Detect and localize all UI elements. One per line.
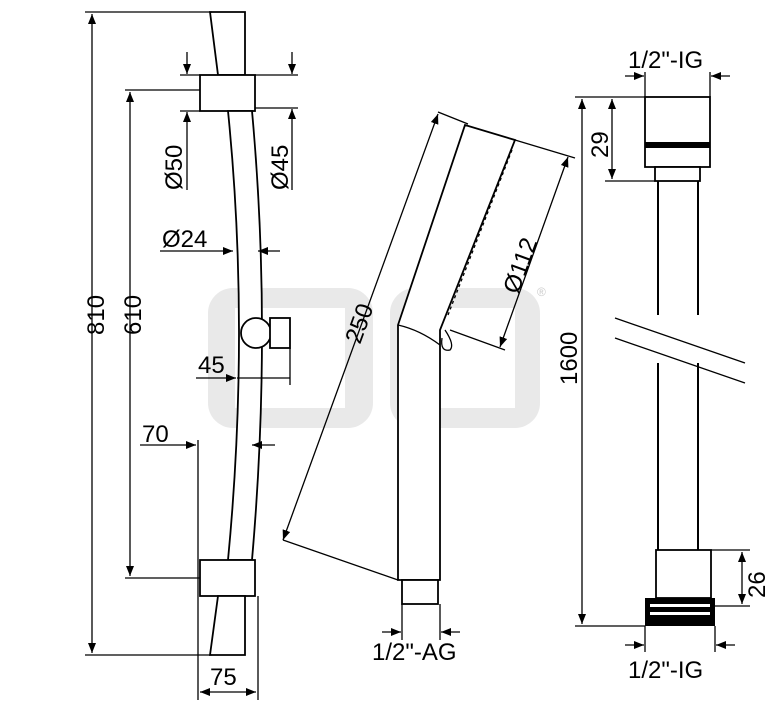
svg-text:®: ® — [537, 285, 546, 299]
shower-hose — [614, 96, 746, 626]
dim-total-height: 810 — [83, 295, 110, 335]
holder-knob — [240, 317, 272, 349]
dim-rail-diameter: Ø24 — [162, 226, 207, 253]
dim-wall-distance: 75 — [210, 664, 237, 691]
dim-bottom-nut-height: 26 — [744, 571, 767, 598]
dim-holder-offset: 45 — [198, 352, 225, 379]
dim-mount-spacing: 610 — [120, 295, 147, 335]
dim-hose-length: 1600 — [556, 332, 583, 385]
dim-mount-diameter-left: Ø50 — [161, 145, 188, 190]
dim-hand-shower-thread: 1/2"-AG — [372, 639, 457, 666]
dim-hose-top-thread: 1/2"-IG — [628, 47, 703, 74]
dim-hose-bottom-thread: 1/2"-IG — [628, 657, 703, 684]
dim-mount-diameter-right: Ø45 — [267, 145, 294, 190]
dim-rail-offset: 70 — [142, 421, 169, 448]
hose-dimensions: 1/2"-IG 29 1600 26 1/2"-IG — [556, 47, 767, 684]
dim-top-nut-height: 29 — [587, 131, 614, 158]
